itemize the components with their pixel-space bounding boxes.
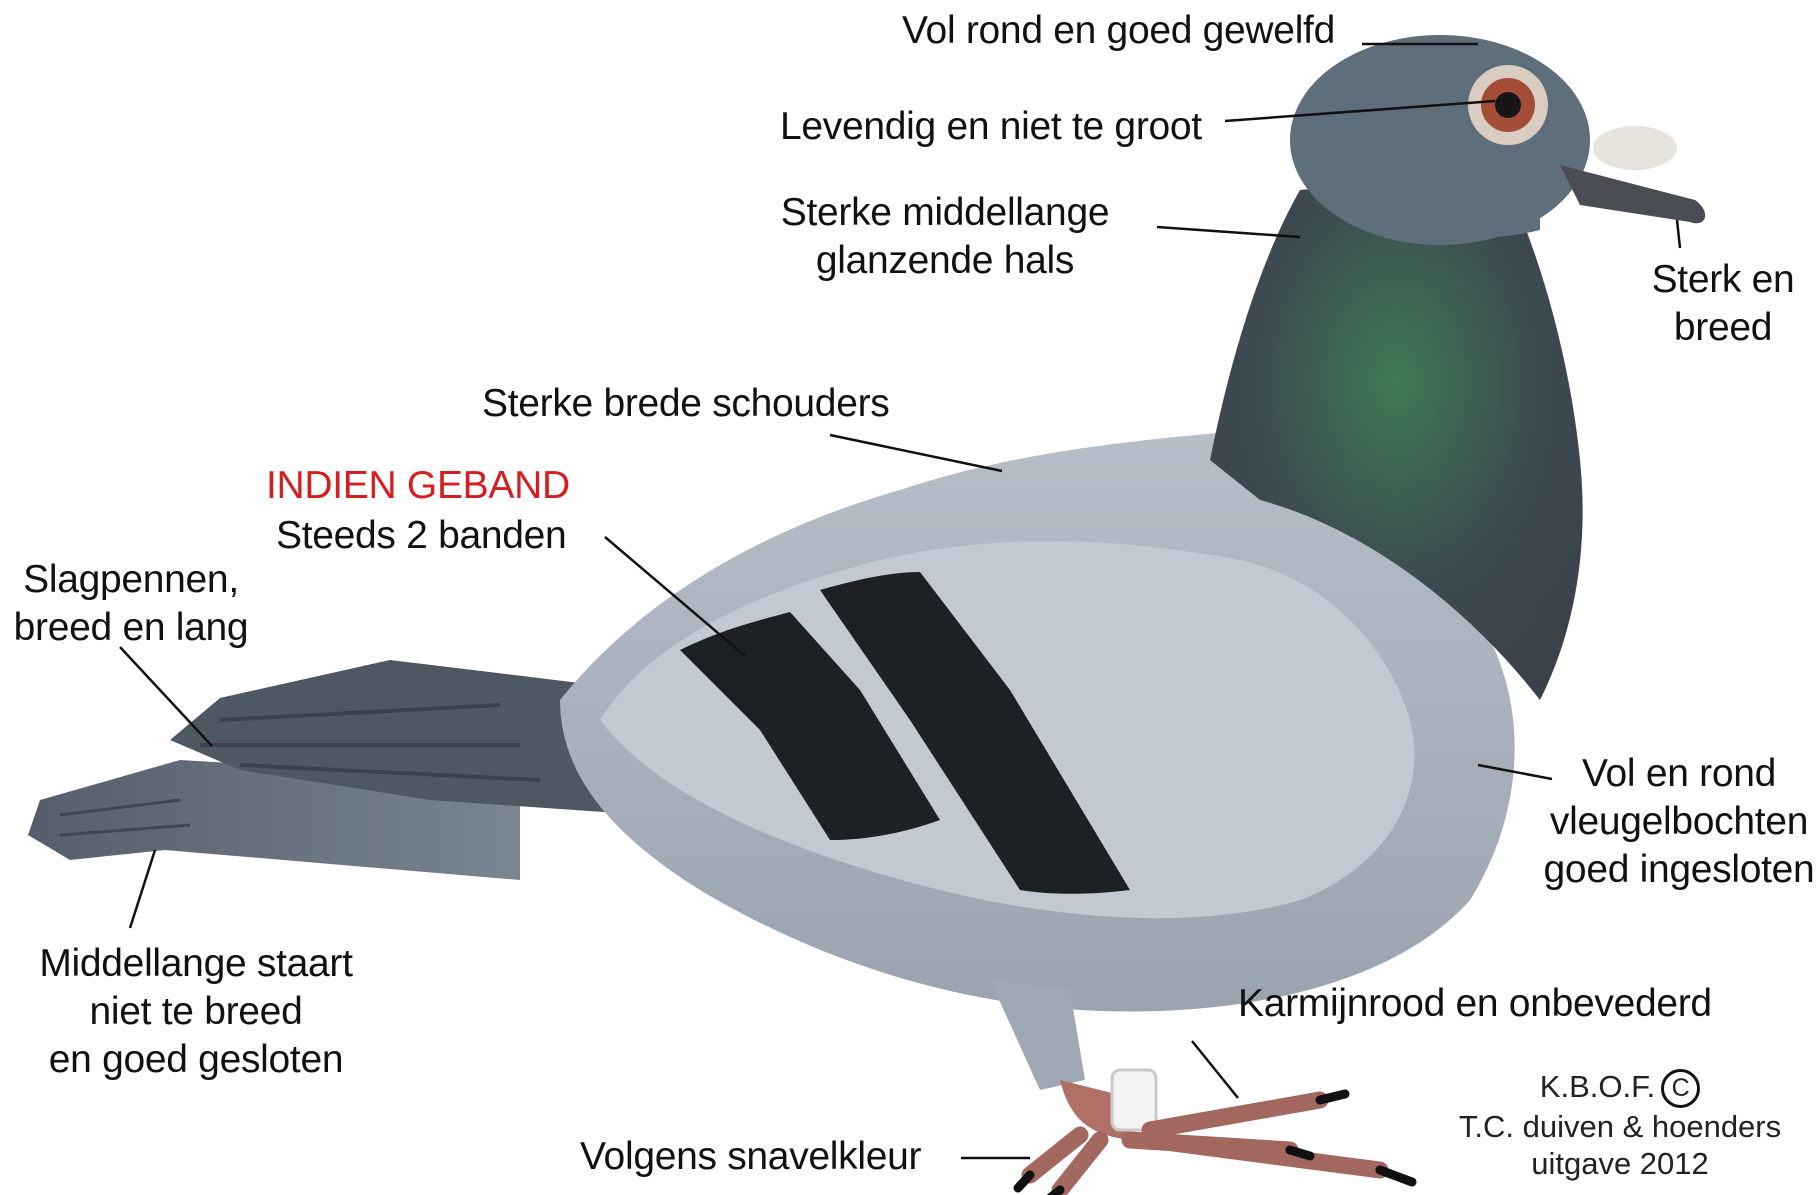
label-wingbow-line3: goed ingesloten <box>1540 846 1818 894</box>
label-flights: Slagpennen, breed en lang <box>0 556 262 652</box>
label-nails: Volgens snavelkleur <box>580 1133 921 1181</box>
leader-line-flights <box>120 647 212 746</box>
label-beak-line1: Sterk en <box>1628 256 1818 304</box>
copyright-credit: K.B.O.F.C T.C. duiven & hoenders uitgave… <box>1450 1068 1790 1182</box>
pigeon-beak <box>1560 165 1705 223</box>
label-tail-line3: en goed gesloten <box>20 1036 372 1084</box>
pigeon-wattle <box>1593 126 1677 170</box>
label-beak-line2: breed <box>1628 304 1818 352</box>
copyright-icon: C <box>1661 1069 1700 1108</box>
label-wingbow: Vol en rond vleugelbochten goed ingeslot… <box>1540 750 1818 894</box>
label-head: Vol rond en goed gewelfd <box>902 7 1335 55</box>
label-tail: Middellange staart niet te breed en goed… <box>20 940 372 1084</box>
leader-line-shoulders <box>830 435 1002 471</box>
leader-line-legs <box>1192 1041 1238 1098</box>
pigeon-eye <box>1468 65 1548 145</box>
label-tail-line1: Middellange staart <box>20 940 372 988</box>
leader-line-tail <box>130 850 155 928</box>
label-flights-line1: Slagpennen, <box>0 556 262 604</box>
credit-line2: T.C. duiven & hoenders <box>1450 1108 1790 1145</box>
label-neck: Sterke middellange glanzende hals <box>760 189 1130 285</box>
label-wingbow-line1: Vol en rond <box>1540 750 1818 798</box>
credit-line3: uitgave 2012 <box>1450 1145 1790 1182</box>
label-legs: Karmijnrood en onbevederd <box>1238 980 1712 1028</box>
leader-line-neck <box>1157 227 1300 237</box>
credit-org: K.B.O.F. <box>1540 1069 1655 1104</box>
label-neck-line2: glanzende hals <box>760 237 1130 285</box>
leg-ring <box>1112 1070 1156 1130</box>
label-flights-line2: breed en lang <box>0 604 262 652</box>
label-shoulders: Sterke brede schouders <box>482 380 889 428</box>
label-beak: Sterk en breed <box>1628 256 1818 352</box>
label-bars: Steeds 2 banden <box>276 512 566 560</box>
credit-line1: K.B.O.F.C <box>1450 1068 1790 1108</box>
leader-line-beak <box>1677 220 1680 248</box>
label-eye: Levendig en niet te groot <box>780 103 1202 151</box>
label-neck-line1: Sterke middellange <box>760 189 1130 237</box>
label-banding-note: INDIEN GEBAND <box>266 462 570 510</box>
label-wingbow-line2: vleugelbochten <box>1540 798 1818 846</box>
label-tail-line2: niet te breed <box>20 988 372 1036</box>
